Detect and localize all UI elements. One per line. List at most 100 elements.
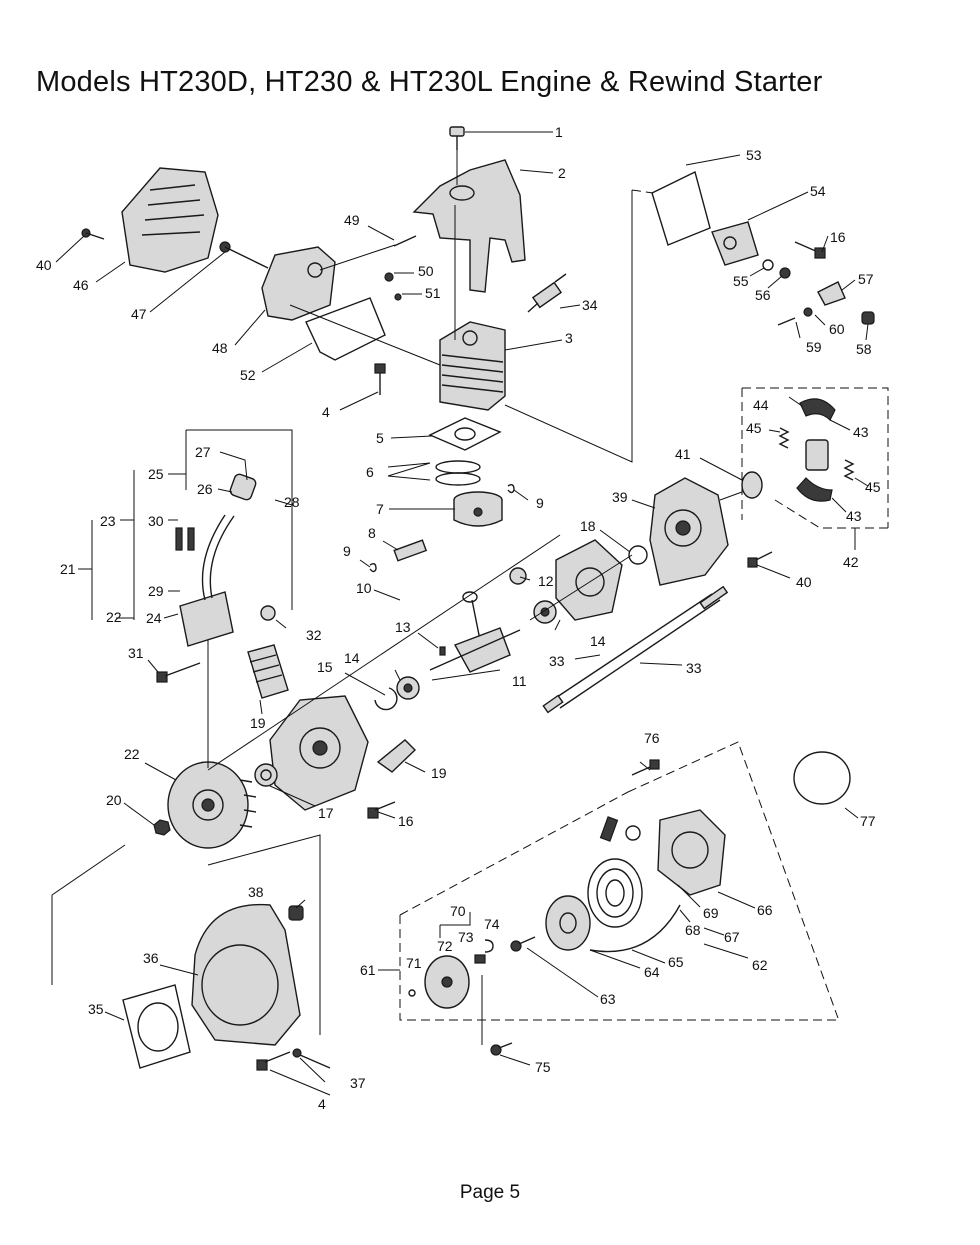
- screw-icon: [490, 1042, 513, 1056]
- page-title: Models HT230D, HT230 & HT230L Engine & R…: [36, 66, 823, 98]
- cylinder-bolt-icon: [374, 363, 386, 395]
- callout-64: 64: [644, 964, 660, 980]
- callout-15: 15: [317, 659, 333, 675]
- callout-50: 50: [418, 263, 434, 279]
- callout-56: 56: [755, 287, 771, 303]
- clutch-shoe-icon: [799, 398, 836, 422]
- starter-pulley-icon: [545, 895, 591, 951]
- callout-10: 10: [356, 580, 372, 596]
- piston-pin-icon: [393, 539, 428, 562]
- bolt-icon: [631, 759, 660, 776]
- nut-icon: [861, 311, 875, 325]
- spacer-icon: [260, 605, 276, 621]
- callout-70: 70: [450, 903, 466, 919]
- callout-45a: 45: [746, 420, 762, 436]
- callout-76: 76: [644, 730, 660, 746]
- muffler-bolt-icon: [393, 235, 417, 247]
- callout-14b: 14: [590, 633, 606, 649]
- callout-53: 53: [746, 147, 762, 163]
- callout-leaders: [55, 131, 869, 1096]
- air-filter-plate-icon: [651, 170, 711, 246]
- crankcase-half-icon: [555, 539, 623, 621]
- seal-icon: [254, 763, 278, 787]
- screw-icon: [777, 317, 796, 326]
- callout-7: 7: [376, 501, 384, 517]
- callout-19a: 19: [250, 715, 266, 731]
- callout-52: 52: [240, 367, 256, 383]
- callout-54: 54: [810, 183, 826, 199]
- clip-icon: [408, 989, 416, 997]
- callout-48: 48: [212, 340, 228, 356]
- callout-6: 6: [366, 464, 374, 480]
- pin-clip-icon: [369, 562, 377, 573]
- callout-11: 11: [512, 673, 527, 689]
- callout-72: 72: [437, 938, 453, 954]
- callout-75: 75: [535, 1059, 551, 1075]
- callout-32: 32: [306, 627, 322, 643]
- callout-25: 25: [148, 466, 164, 482]
- callout-24: 24: [146, 610, 162, 626]
- callout-8: 8: [368, 525, 376, 541]
- callout-1: 1: [555, 124, 563, 140]
- spark-plug-icon: [527, 273, 567, 313]
- callout-60: 60: [829, 321, 845, 337]
- nut-icon: [153, 819, 171, 836]
- small-screw-icon: [394, 293, 402, 301]
- page-number: Page 5: [459, 1182, 521, 1203]
- cylinder-icon: [439, 321, 506, 411]
- muffler-cover-icon: [121, 167, 219, 273]
- bolt-icon: [747, 551, 773, 568]
- starter-housing-icon: [599, 809, 726, 896]
- callout-29: 29: [148, 583, 164, 599]
- clutch-hub-icon: [805, 439, 829, 471]
- cover-screw-icon: [449, 126, 465, 150]
- washer-icon: [384, 272, 394, 282]
- rewind-spring-icon: [587, 858, 643, 928]
- piston-ring-icon: [435, 460, 481, 474]
- bolt-icon: [794, 241, 826, 259]
- coil-bolt-icon: [156, 662, 201, 683]
- callout-5: 5: [376, 430, 384, 446]
- starter-plate-icon: [122, 984, 191, 1069]
- clutch-spring-icon: [843, 459, 855, 481]
- callout-37: 37: [350, 1075, 366, 1091]
- pawl-icon: [474, 954, 486, 964]
- callout-4: 4: [322, 404, 330, 420]
- oil-seal-icon: [628, 545, 648, 565]
- callout-19b: 19: [431, 765, 447, 781]
- callout-14a: 14: [344, 650, 360, 666]
- callout-66: 66: [757, 902, 773, 918]
- callout-73: 73: [458, 929, 474, 945]
- callout-30: 30: [148, 513, 164, 529]
- callout-22b: 22: [106, 609, 122, 625]
- bearing-icon: [509, 567, 527, 585]
- callout-9b: 9: [343, 543, 351, 559]
- callout-16b: 16: [398, 813, 414, 829]
- long-bolt-icon: [219, 241, 269, 269]
- assembly-lines: [51, 150, 889, 1045]
- air-filter-icon: [817, 281, 846, 306]
- callout-31: 31: [128, 645, 144, 661]
- clutch-washer-icon: [741, 471, 763, 499]
- callout-40a: 40: [36, 257, 52, 273]
- callout-3: 3: [565, 330, 573, 346]
- piston-icon: [453, 491, 503, 527]
- engine-cover-icon: [412, 159, 526, 293]
- washer-icon: [803, 307, 813, 317]
- callout-17: 17: [318, 805, 334, 821]
- ignition-coil-icon: [175, 473, 257, 647]
- starter-cover-disc-icon: [793, 751, 851, 805]
- callout-43a: 43: [853, 424, 869, 440]
- callout-35: 35: [88, 1001, 104, 1017]
- callout-77: 77: [860, 813, 876, 829]
- clutch-spring-icon: [778, 427, 790, 449]
- callout-68: 68: [685, 922, 701, 938]
- callout-65: 65: [668, 954, 684, 970]
- callout-12: 12: [538, 573, 554, 589]
- piston-ring-icon: [435, 472, 481, 486]
- bolt-icon: [367, 801, 396, 819]
- intake-flange-icon: [376, 739, 417, 773]
- callout-16a: 16: [830, 229, 846, 245]
- callout-9a: 9: [536, 495, 544, 511]
